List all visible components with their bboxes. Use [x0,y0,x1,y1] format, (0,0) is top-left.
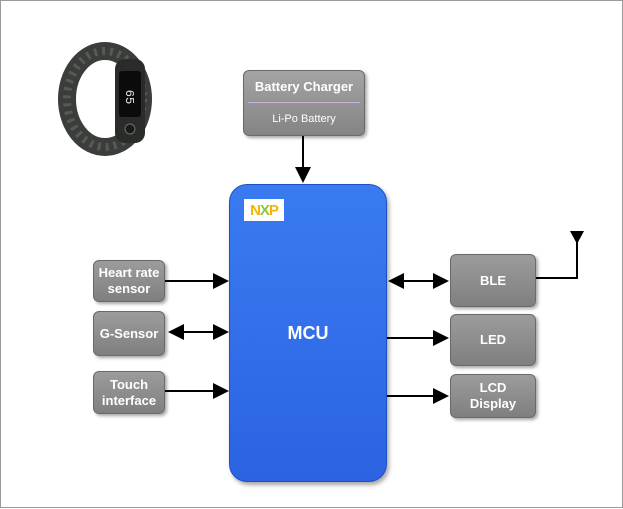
heart-rate-sensor-block: Heart rate sensor [93,260,165,302]
fitness-band-image: 65 [58,42,152,156]
touch-interface-label: Touch interface [101,376,157,408]
charger-subtitle: Li-Po Battery [272,113,336,125]
charger-divider [248,102,360,103]
mcu-label: MCU [287,323,329,343]
g-sensor-block: G-Sensor [93,311,165,356]
ble-label: BLE [480,272,506,288]
battery-charger-block: Battery Charger Li-Po Battery [243,70,365,136]
lcd-display-label: LCD Display [469,380,517,411]
ble-block: BLE [450,254,536,307]
antenna-wire [535,239,578,279]
led-block: LED [450,314,536,366]
antenna-icon [570,231,584,244]
charger-title: Battery Charger [254,79,354,94]
g-sensor-label: G-Sensor [99,325,159,341]
lcd-display-block: LCD Display [450,374,536,418]
heart-rate-sensor-label: Heart rate sensor [98,265,160,296]
svg-text:65: 65 [122,90,136,104]
led-label: LED [480,332,506,347]
touch-interface-block: Touch interface [93,371,165,414]
